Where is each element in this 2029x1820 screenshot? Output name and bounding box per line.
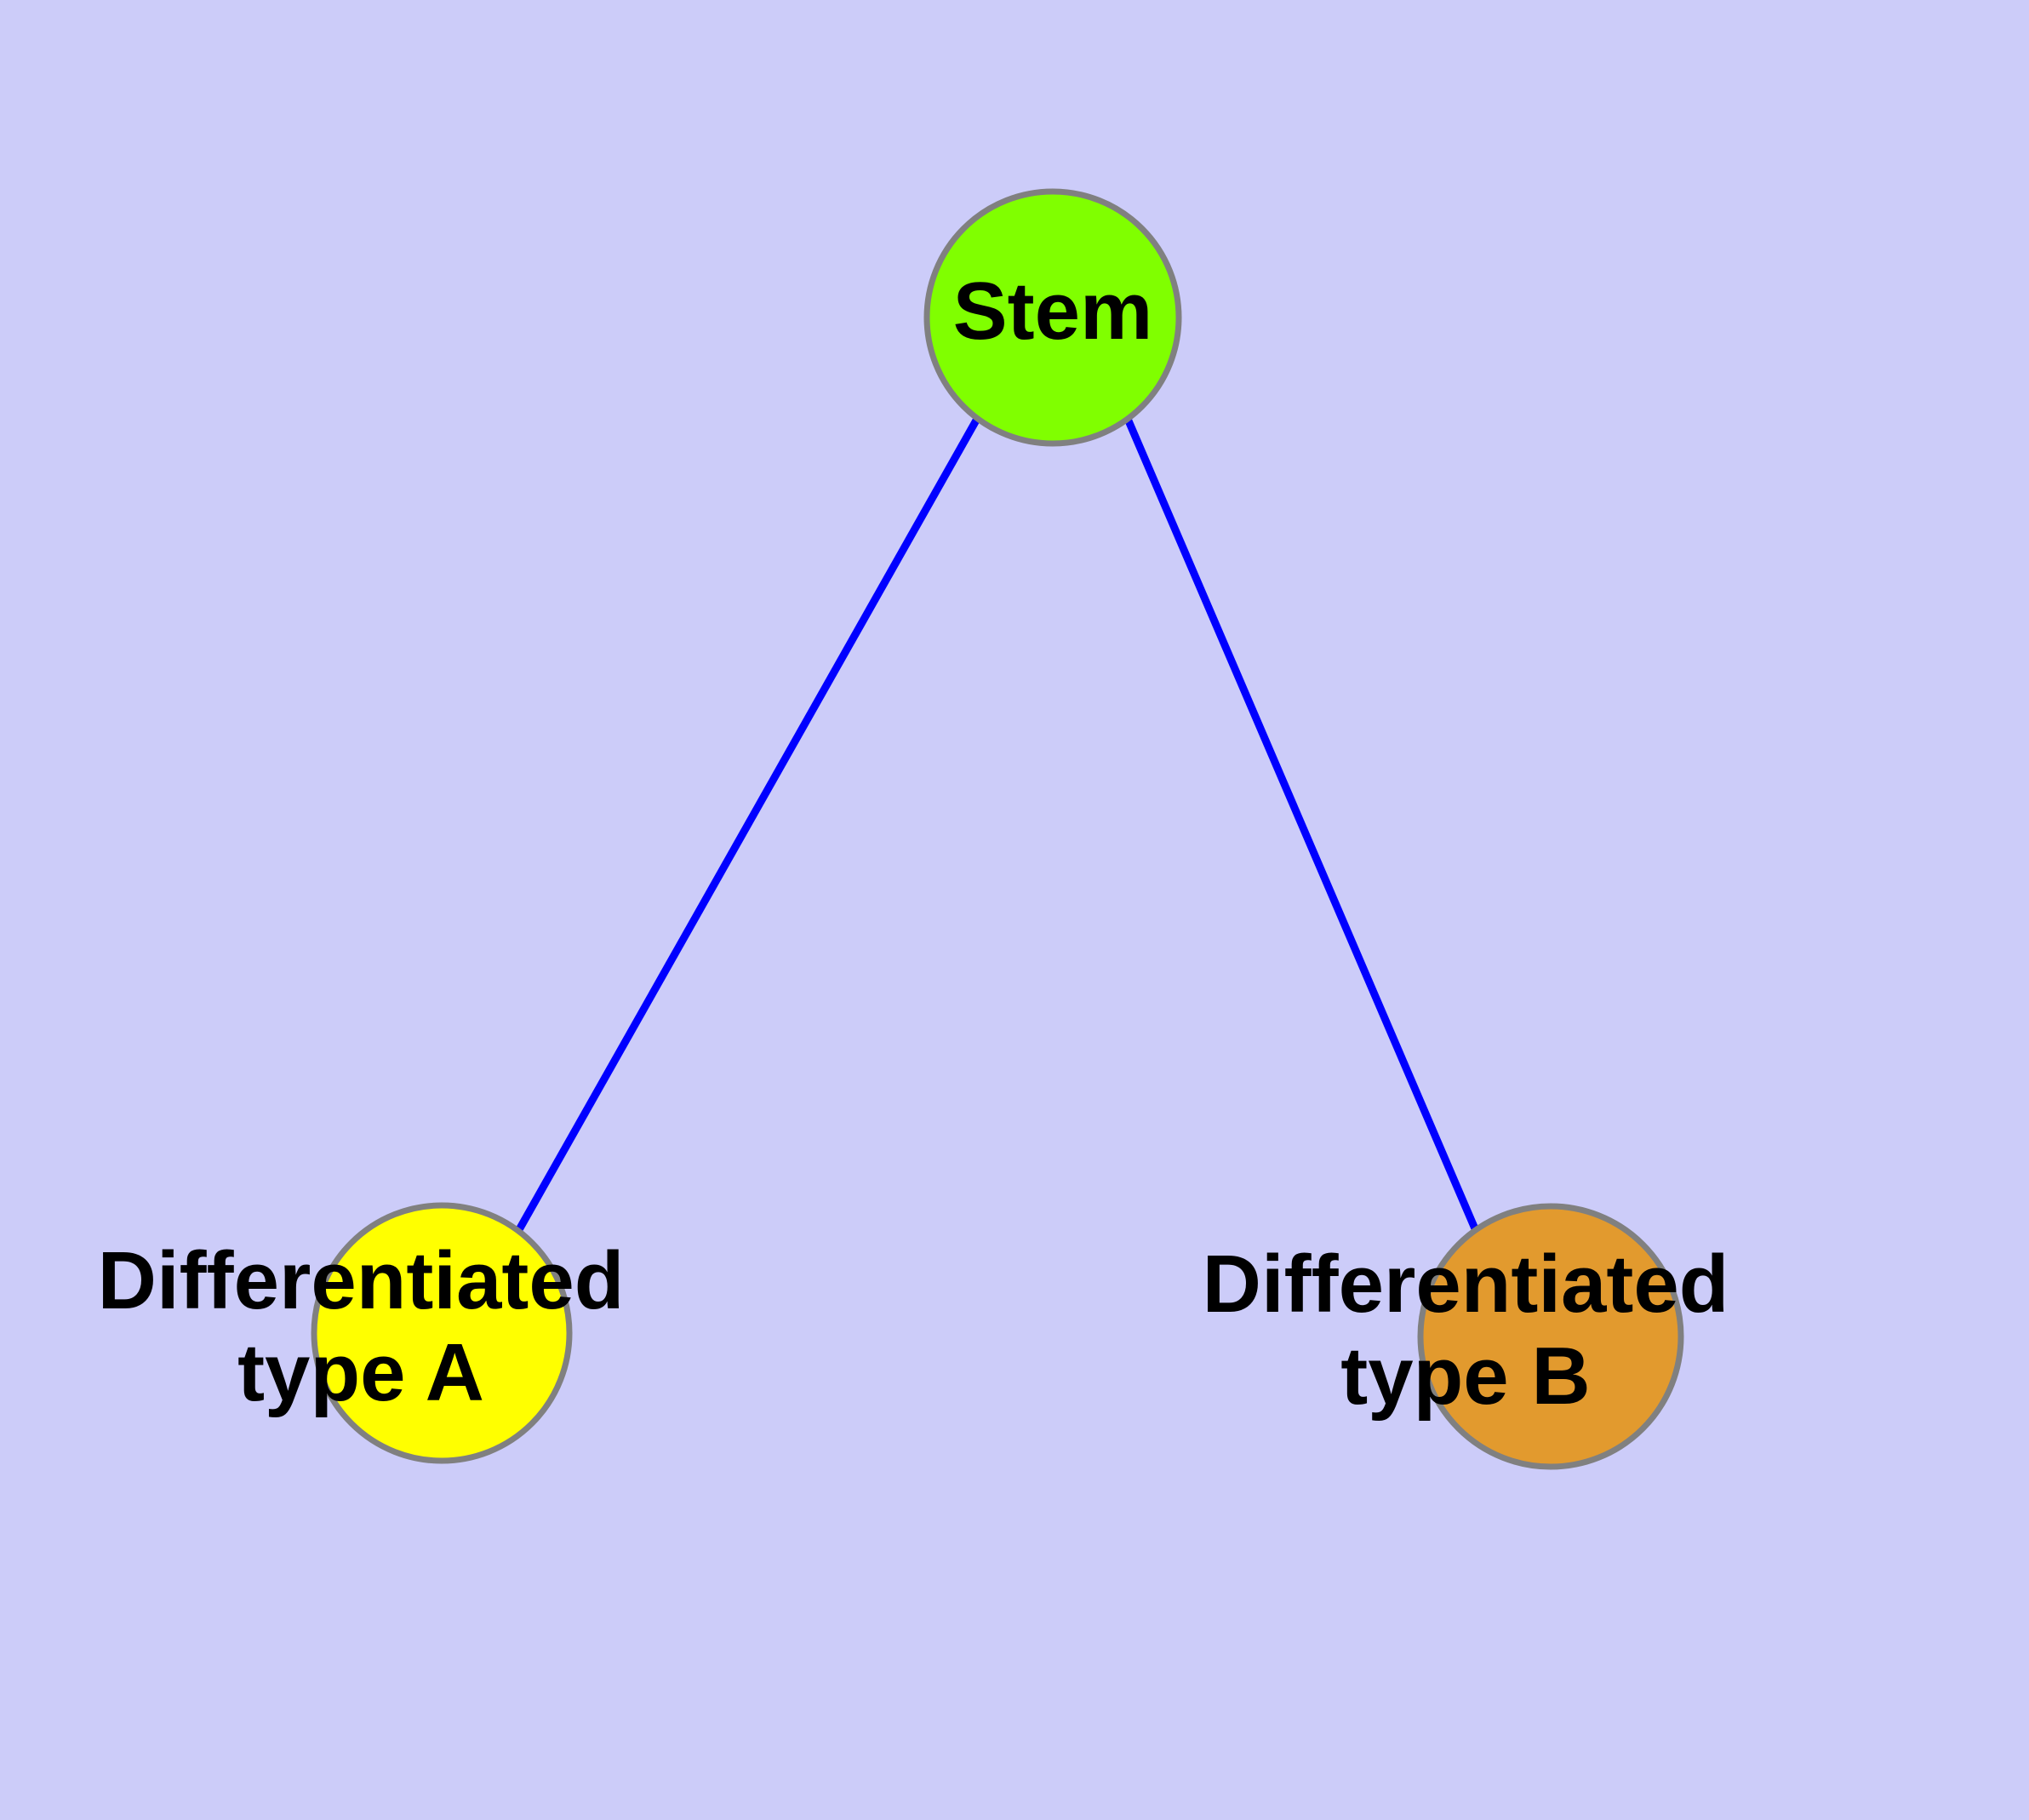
node-stem[interactable] (923, 188, 1182, 447)
edge-stem-to-diff-a[interactable] (514, 416, 980, 1235)
edge-stem-to-diff-b[interactable] (1123, 417, 1481, 1234)
node-diff-b[interactable] (1417, 1203, 1684, 1470)
edges-layer (514, 416, 1481, 1235)
node-label-line: Differentiated (98, 1236, 625, 1327)
node-label-line: Differentiated (1203, 1239, 1729, 1331)
node-label-stem: Stem (953, 266, 1153, 357)
nodes-layer (311, 188, 1684, 1470)
node-label-line: Stem (953, 266, 1153, 357)
node-label-line: type A (237, 1327, 484, 1418)
node-label-line: type B (1340, 1331, 1590, 1422)
node-diff-a[interactable] (311, 1202, 573, 1464)
